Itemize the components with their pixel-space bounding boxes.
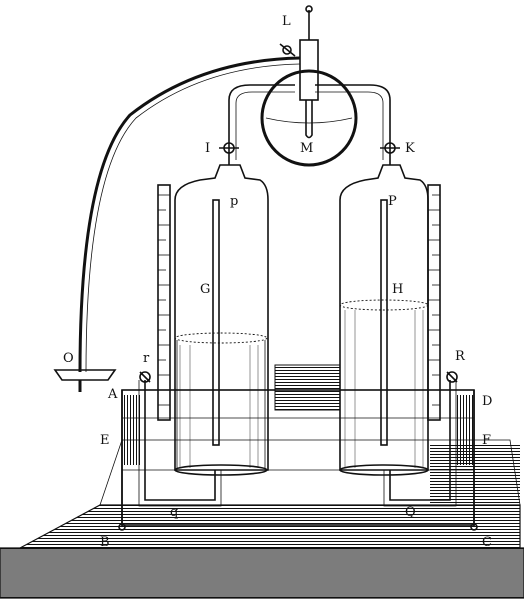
label-P: P [388,194,397,209]
label-G: G [200,282,210,297]
stopcock-r [139,371,151,383]
label-q: q [170,505,178,520]
corner-posts [118,390,478,531]
flask-M [260,5,358,167]
label-r: r [143,351,150,366]
label-p: p [230,194,238,209]
cup-O [53,369,117,392]
stopcock-L [279,43,296,57]
bottom-tube-q [138,380,222,507]
label-I: I [205,141,210,156]
label-Q: Q [405,505,416,520]
stopcock-K [380,142,400,154]
label-R: R [455,349,466,364]
label-H: H [392,282,403,297]
bottom-tube-Q [383,380,457,507]
stopcock-R [446,371,458,383]
label-O: O [63,351,74,366]
right-jar [339,164,429,476]
label-C: C [482,535,492,550]
left-scale [157,184,171,421]
upper-tubes [228,84,391,165]
label-B: B [100,535,110,550]
label-D: D [482,394,492,409]
label-K: K [405,141,415,156]
stopcock-I [219,142,239,154]
base-platform [0,439,524,599]
background-block [274,364,341,411]
label-E: E [100,433,110,448]
label-F: F [482,433,491,448]
label-L: L [282,14,291,29]
left-jar [174,164,269,476]
label-M: M [300,141,313,156]
right-scale [427,184,441,421]
label-A: A [107,387,118,402]
long-tube-to-O [78,56,301,373]
